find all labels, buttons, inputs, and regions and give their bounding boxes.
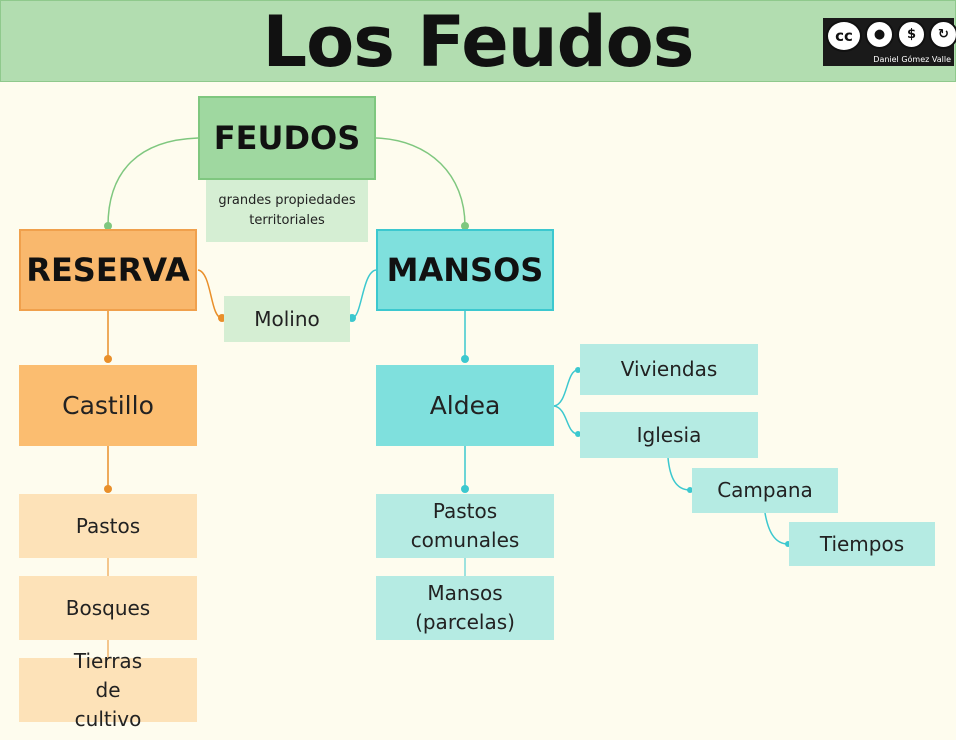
cc-icon: cc bbox=[826, 20, 862, 52]
by-icon: ● bbox=[865, 20, 894, 49]
node-pastos: Pastos bbox=[19, 494, 197, 558]
dot bbox=[104, 355, 112, 363]
node-mansos-parcelas: Mansos (parcelas) bbox=[376, 576, 554, 640]
node-feudos: FEUDOS bbox=[198, 96, 376, 180]
nc-icon: $ bbox=[897, 20, 926, 49]
dot bbox=[575, 367, 581, 373]
node-castillo: Castillo bbox=[19, 365, 197, 446]
connector-iglesia-campana bbox=[667, 457, 691, 491]
node-mansos: MANSOS bbox=[376, 229, 554, 311]
dot bbox=[461, 355, 469, 363]
license-author: Daniel Gómez Valle bbox=[873, 55, 951, 64]
connector-feudos-mansos bbox=[375, 137, 466, 227]
license-badge: cc ● $ ↻ Daniel Gómez Valle bbox=[823, 18, 956, 66]
node-tierras-de-cultivo: Tierras de cultivo bbox=[19, 649, 197, 731]
connector-campana-tiempos bbox=[764, 512, 789, 545]
connector-reserva-molino bbox=[197, 269, 223, 319]
connector-aldea-iglesia bbox=[553, 405, 579, 435]
page-title: Los Feudos bbox=[262, 1, 695, 83]
node-campana: Campana bbox=[692, 468, 838, 513]
dot bbox=[104, 222, 112, 230]
dot bbox=[348, 314, 356, 322]
dot bbox=[461, 485, 469, 493]
node-iglesia: Iglesia bbox=[580, 412, 758, 458]
sa-icon: ↻ bbox=[929, 20, 956, 49]
node-viviendas: Viviendas bbox=[580, 344, 758, 395]
node-pastos-comunales: Pastos comunales bbox=[376, 494, 554, 558]
dot bbox=[687, 487, 693, 493]
node-bosques: Bosques bbox=[19, 576, 197, 640]
connector-mansos-molino bbox=[351, 269, 377, 319]
node-molino: Molino bbox=[224, 296, 350, 342]
header-bar bbox=[0, 0, 956, 82]
node-tiempos: Tiempos bbox=[789, 522, 935, 566]
connector-feudos-reserva bbox=[107, 137, 199, 227]
node-reserva: RESERVA bbox=[19, 229, 197, 311]
node-feudos-desc: grandes propiedades territoriales bbox=[206, 180, 368, 242]
dot bbox=[575, 431, 581, 437]
node-aldea: Aldea bbox=[376, 365, 554, 446]
dot bbox=[104, 485, 112, 493]
connector-aldea-viviendas bbox=[553, 369, 579, 407]
dot bbox=[461, 222, 469, 230]
